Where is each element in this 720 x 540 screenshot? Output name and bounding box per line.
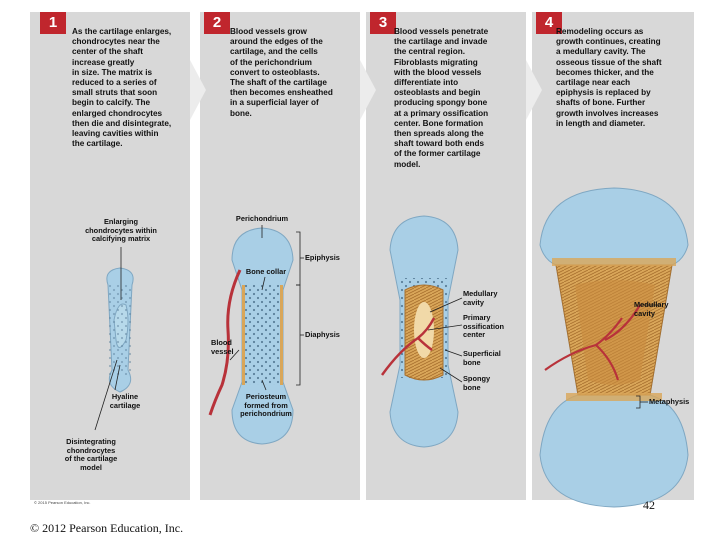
step2-leader-lines bbox=[229, 225, 304, 391]
step-2-badge: 2 bbox=[204, 12, 230, 34]
step3-leader-lines bbox=[427, 297, 463, 383]
arrow-1-2 bbox=[190, 60, 206, 120]
step4-leader-lines bbox=[636, 304, 660, 409]
cartilage-model-1 bbox=[106, 267, 134, 393]
label-medullary-cavity-4: Medullary cavity bbox=[634, 300, 669, 318]
arrow-2-3 bbox=[360, 60, 376, 120]
bone-model-4 bbox=[539, 187, 689, 508]
label-blood-vessel: Blood vessel bbox=[211, 338, 234, 356]
label-bone-collar: Bone collar bbox=[245, 267, 287, 276]
label-enlarging-chondrocytes: Enlarging chondrocytes within calcifying… bbox=[85, 217, 157, 244]
step1-leader-lines bbox=[94, 247, 122, 431]
step-4-badge: 4 bbox=[536, 12, 562, 34]
step-1-text: As the cartilage enlarges, chondrocytes … bbox=[72, 27, 172, 149]
step-4-text: Remodeling occurs as growth continues, c… bbox=[556, 27, 662, 128]
label-medullary-cavity-3: Medullary cavity bbox=[463, 289, 498, 307]
cartilage-model-2 bbox=[231, 227, 294, 445]
label-metaphysis: Metaphysis bbox=[649, 397, 690, 406]
step-3-badge: 3 bbox=[370, 12, 396, 34]
label-perichondrium: Perichondrium bbox=[235, 214, 289, 223]
step-2-text: Blood vessels grow around the edges of t… bbox=[230, 27, 333, 118]
label-diaphysis: Diaphysis bbox=[305, 330, 340, 339]
step-3-text: Blood vessels penetrate the cartilage an… bbox=[394, 27, 489, 169]
label-superficial-bone: Superficial bone bbox=[463, 349, 501, 367]
label-spongy-bone: Spongy bone bbox=[463, 374, 491, 392]
label-primary-ossification-center: Primary ossification center bbox=[463, 313, 505, 340]
blood-vessel-2 bbox=[208, 269, 242, 416]
blood-vessel-3 bbox=[380, 317, 436, 376]
step-1-panel bbox=[30, 12, 190, 500]
label-periosteum: Periosteum formed from perichondrium bbox=[240, 392, 292, 419]
label-disintegrating-chondrocytes: Disintegrating chondrocytes of the carti… bbox=[64, 437, 118, 472]
copyright: © 2012 Pearson Education, Inc. bbox=[30, 521, 184, 535]
step-1-badge: 1 bbox=[40, 12, 66, 34]
page-number: 42 bbox=[643, 498, 655, 512]
blood-vessel-4 bbox=[544, 304, 641, 381]
label-epiphysis: Epiphysis bbox=[305, 253, 340, 262]
label-hyaline-cartilage: Hyaline cartilage bbox=[109, 392, 141, 410]
arrow-3-4 bbox=[526, 60, 542, 120]
small-credit: © 2015 Pearson Education, Inc. bbox=[34, 500, 91, 505]
